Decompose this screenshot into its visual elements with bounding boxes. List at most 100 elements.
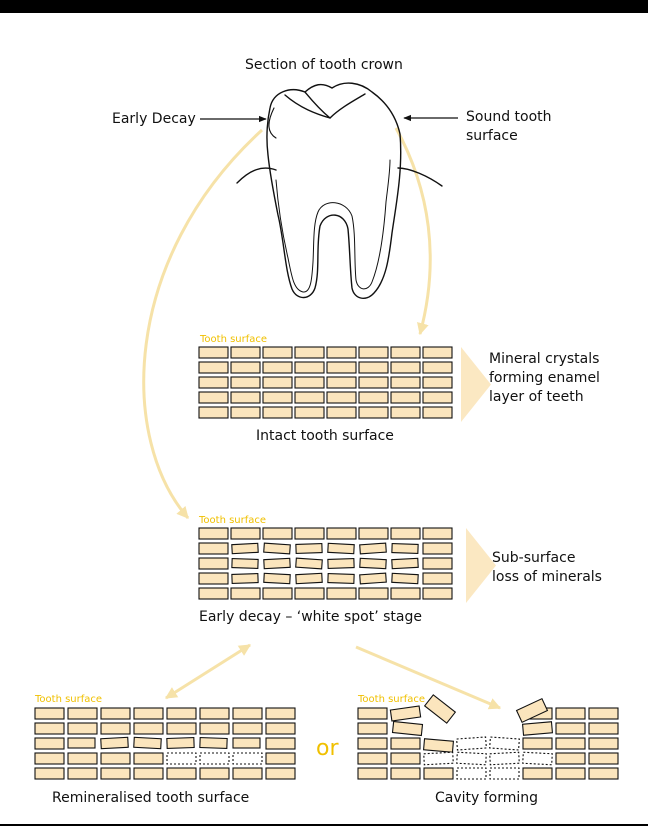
mineral-crystal: [231, 362, 260, 373]
mineral-crystal: [101, 723, 130, 734]
mineral-crystal: [359, 377, 388, 388]
mineral-crystal: [231, 392, 260, 403]
mineral-crystal: [231, 588, 260, 599]
arrow-to-remineralised: [166, 645, 250, 698]
mineral-crystal: [295, 347, 324, 358]
mineral-crystal: [167, 738, 194, 749]
mineral-crystal: [101, 768, 130, 779]
mineral-crystal: [328, 559, 354, 569]
mineral-crystal: [199, 588, 228, 599]
subsurface-label-line1: Sub-surface: [492, 549, 575, 568]
mineral-crystal: [231, 347, 260, 358]
mineral-crystal: [423, 362, 452, 373]
mineral-crystal: [360, 558, 386, 568]
mineral-crystal: [391, 362, 420, 373]
mineral-crystal: [200, 753, 229, 764]
remineralised-crystal-grid: [35, 708, 295, 779]
mineral-crystal: [264, 543, 291, 554]
mineral-crystal: [134, 753, 163, 764]
mineral-crystal: [393, 722, 423, 736]
mineral-crystal: [556, 753, 585, 764]
mineral-crystal: [295, 588, 324, 599]
mineral-crystal: [233, 738, 260, 748]
mineral-crystal: [266, 723, 295, 734]
mineral-crystal: [295, 407, 324, 418]
mineral-crystal: [359, 362, 388, 373]
mineral-crystal: [327, 377, 356, 388]
mineral-crystal: [359, 407, 388, 418]
mineral-crystal: [35, 753, 64, 764]
mineral-crystal: [589, 768, 618, 779]
mineral-crystal: [199, 543, 228, 554]
mineral-crystal: [390, 706, 420, 721]
mineral-crystal: [263, 362, 292, 373]
mineral-crystal: [296, 573, 322, 583]
dislodged-crystals: [425, 695, 548, 723]
mineral-crystal: [263, 588, 292, 599]
mineral-crystals-label-line3: layer of teeth: [489, 388, 584, 407]
white-spot-crystal-grid: [199, 528, 452, 599]
mineral-crystal: [68, 768, 97, 779]
remineralised-surface-tag: Tooth surface: [35, 694, 102, 706]
mineral-crystal: [556, 738, 585, 749]
mineral-crystal: [556, 723, 585, 734]
mineral-crystal: [266, 753, 295, 764]
mineral-crystal: [68, 738, 95, 748]
mineral-crystal: [423, 588, 452, 599]
mineral-crystal: [35, 708, 64, 719]
mineral-crystal: [233, 723, 262, 734]
early-decay-surface-tag: Tooth surface: [199, 515, 266, 527]
mineral-crystal: [490, 737, 520, 750]
or-separator: or: [316, 736, 339, 762]
mineral-crystal: [199, 407, 228, 418]
mineral-crystal: [295, 392, 324, 403]
mineral-crystal: [199, 347, 228, 358]
mineral-crystal: [263, 377, 292, 388]
mineral-crystal: [490, 768, 519, 779]
mineral-crystal: [35, 768, 64, 779]
mineral-crystal: [490, 752, 520, 765]
mineral-crystal: [359, 347, 388, 358]
mineral-crystal: [296, 544, 322, 554]
arrow-decay-to-white-spot: [144, 130, 262, 518]
early-decay-label: Early Decay: [112, 110, 196, 129]
intact-label-pointer: [461, 347, 491, 422]
intact-surface-tag: Tooth surface: [200, 334, 267, 346]
mineral-crystal: [423, 558, 452, 569]
cavity-crystal-grid: [358, 706, 618, 779]
mineral-crystals-label-line1: Mineral crystals: [489, 350, 599, 369]
mineral-crystal: [328, 574, 354, 584]
mineral-crystal: [327, 407, 356, 418]
mineral-crystal: [35, 738, 64, 749]
mineral-crystal: [392, 573, 418, 583]
mineral-crystal: [327, 362, 356, 373]
dislodged-crystal: [425, 695, 456, 723]
mineral-crystal: [423, 407, 452, 418]
mineral-crystal: [264, 573, 290, 583]
mineral-crystal: [589, 723, 618, 734]
mineral-crystal: [328, 543, 354, 553]
mineral-crystal: [200, 708, 229, 719]
mineral-crystal: [391, 768, 420, 779]
mineral-crystal: [589, 708, 618, 719]
mineral-crystal: [134, 768, 163, 779]
mineral-crystal: [233, 768, 262, 779]
mineral-crystal: [392, 544, 418, 554]
mineral-crystal: [589, 738, 618, 749]
mineral-crystal: [68, 723, 97, 734]
mineral-crystal: [523, 722, 553, 735]
mineral-crystal: [424, 768, 453, 779]
mineral-crystal: [358, 753, 387, 764]
mineral-crystal: [457, 768, 486, 779]
sound-surface-label-line2: surface: [466, 127, 518, 146]
mineral-crystal: [296, 558, 323, 569]
mineral-crystal: [360, 573, 387, 584]
mineral-crystal: [199, 558, 228, 569]
remineralised-caption: Remineralised tooth surface: [52, 789, 249, 808]
mineral-crystal: [424, 752, 454, 765]
mineral-crystal: [101, 708, 130, 719]
mineral-crystal: [68, 753, 97, 764]
mineral-crystal: [200, 738, 227, 749]
mineral-crystal: [391, 588, 420, 599]
mineral-crystal: [295, 528, 324, 539]
